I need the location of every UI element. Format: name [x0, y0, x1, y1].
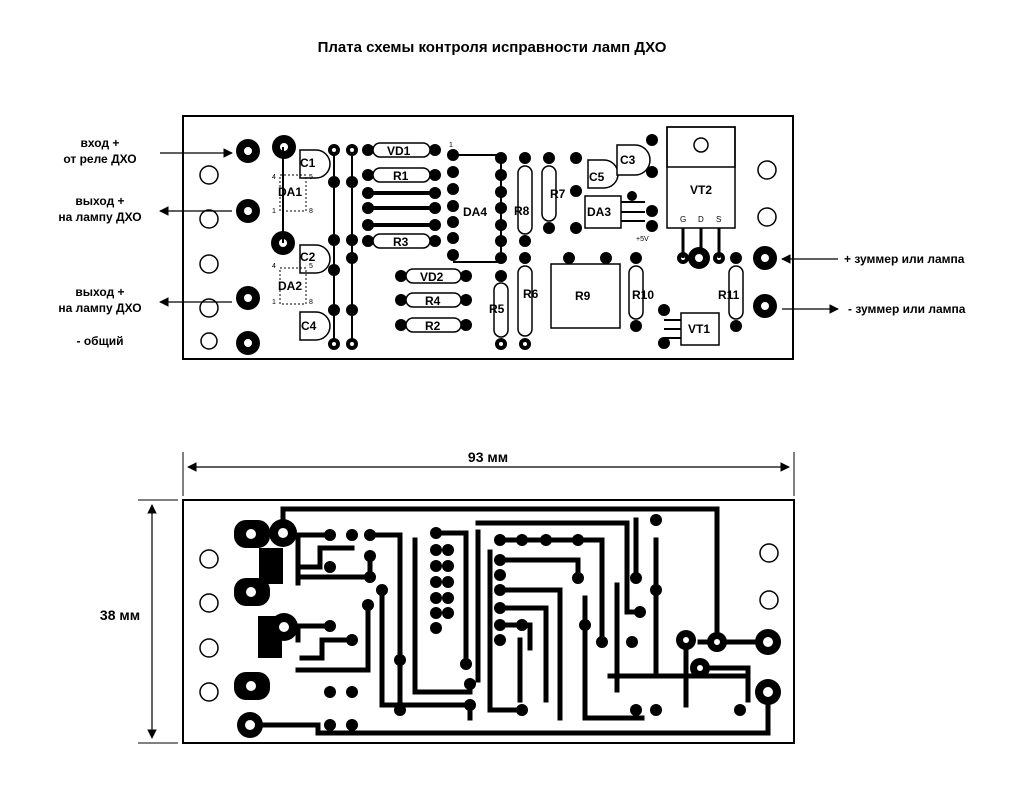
c3-label: C3	[620, 153, 636, 167]
c4-label: C4	[301, 319, 317, 333]
copper-side-board: 93 мм 38 мм	[100, 449, 795, 744]
da2-pin5: 5	[309, 263, 313, 270]
r8-label: R8	[514, 204, 530, 218]
da1-pin5: 5	[309, 174, 313, 181]
dimension-width: 93 мм	[468, 449, 508, 465]
label-output2-line1: выход +	[75, 285, 124, 299]
da2-pin4: 4	[272, 263, 276, 270]
plus5v-label: +5V	[636, 236, 649, 243]
label-output2-line2: на лампу ДХО	[58, 301, 141, 315]
da4-label: DA4	[463, 205, 487, 219]
r5-label: R5	[489, 302, 505, 316]
c5-label: C5	[589, 170, 605, 184]
vt1-label: VT1	[688, 322, 710, 336]
label-output1-line2: на лампу ДХО	[58, 210, 141, 224]
da2-label: DA2	[278, 279, 302, 293]
r11-label: R11	[718, 288, 740, 302]
c1-label: C1	[300, 156, 316, 170]
vt2-label: VT2	[690, 183, 712, 197]
r3-label: R3	[393, 235, 409, 249]
terminal-pads-top	[236, 135, 777, 355]
vt2-pin-d: D	[698, 215, 704, 224]
board-outline-top	[182, 115, 794, 360]
r2-label: R2	[425, 319, 441, 333]
label-common: - общий	[77, 334, 124, 348]
da1-pin4: 4	[272, 174, 276, 181]
da4-pin1: 1	[449, 142, 453, 149]
r6-label: R6	[523, 287, 539, 301]
vd2-label: VD2	[420, 270, 444, 284]
da1-pin1: 1	[272, 208, 276, 215]
mounting-holes-top	[199, 160, 777, 350]
da3-label: DA3	[587, 205, 611, 219]
vt2-pin-g: G	[680, 215, 686, 224]
r10-label: R10	[632, 288, 654, 302]
vd1-label: VD1	[387, 144, 411, 158]
label-output1-line1: выход +	[75, 194, 124, 208]
c2-label: C2	[300, 250, 316, 264]
small-pads-top	[328, 134, 742, 350]
label-minus-buzzer: - зуммер или лампа	[848, 302, 966, 316]
label-input-line1: вход +	[81, 136, 120, 150]
r4-label: R4	[425, 294, 441, 308]
board-outline-bottom	[182, 499, 795, 744]
r9-label: R9	[575, 289, 591, 303]
da2-pin1: 1	[272, 299, 276, 306]
da1-label: DA1	[278, 185, 302, 199]
dimension-height: 38 мм	[100, 607, 140, 623]
r7-label: R7	[550, 187, 566, 201]
da1-pin8: 8	[309, 208, 313, 215]
page-title: Плата схемы контроля исправности ламп ДХ…	[318, 39, 667, 56]
da2-pin8: 8	[309, 299, 313, 306]
vt2-pin-s: S	[716, 215, 721, 224]
r1-label: R1	[393, 169, 409, 183]
label-plus-buzzer: + зуммер или лампа	[844, 252, 965, 266]
component-side-board: C1 C2 C4 C5 C3 DA1 DA2 4 5 1 8 4 5 1 8 1	[182, 115, 794, 360]
label-input-line2: от реле ДХО	[63, 152, 136, 166]
